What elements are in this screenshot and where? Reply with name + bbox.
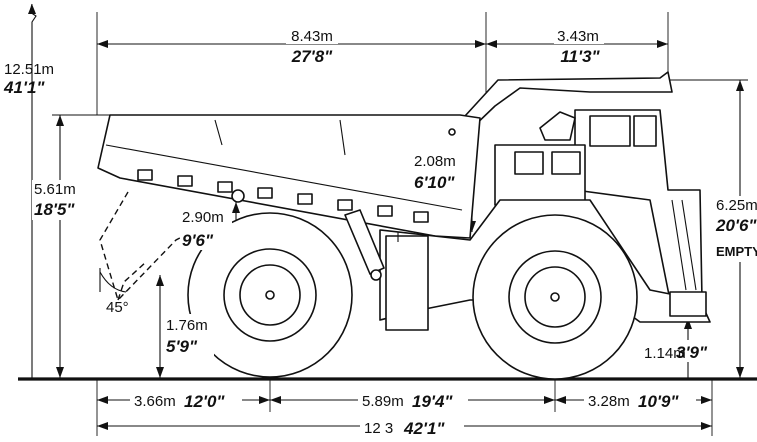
body-rib [105,144,463,211]
front-overhang-metric: 3.28m [588,393,630,410]
rear-clearance-imperial: 5'9" [166,337,198,356]
front-axle-center [550,292,560,302]
arrow-head [270,396,281,404]
canopy-length-imperial: 11'3" [560,47,600,66]
front-overhang-imperial: 10'9" [638,392,679,411]
arrow-head [475,40,486,48]
body-length-metric: 8.43m [291,28,333,45]
arrow-head [156,367,164,378]
canopy [453,71,673,131]
body-rib [339,119,346,156]
arrow-head [156,275,164,286]
rear-clearance-metric: 1.76m [166,317,208,334]
arrow-head [555,396,566,404]
front-clearance-metric: 1.14m [644,345,686,362]
arrow-head [736,367,744,378]
arrow-head [684,318,692,329]
fuel-tank [385,235,429,331]
arrow-head [736,80,744,91]
arrow-head [657,40,668,48]
arrow-head [97,40,108,48]
loading-height-note: EMPTY [716,244,757,259]
arrow-head [232,202,240,213]
front-clearance-imperial: 3'9" [676,343,708,362]
arrow-head [56,367,64,378]
engine-vent [514,151,544,175]
rear-axle-center [265,290,275,300]
arrow-head [701,422,712,430]
front-bumper [669,291,707,317]
body-pivot [231,189,245,203]
dump-clearance-metric: 2.90m [182,209,224,226]
arrow-head [56,115,64,126]
haul-truck-drawing [97,71,711,380]
rear-overhang-imperial: 12'0" [184,392,225,411]
overall-length-imperial: 42'1" [403,419,445,438]
body-side-height-imperial: 18'5" [34,200,75,219]
arrow-head [97,396,108,404]
air-intake [539,111,576,141]
dump-angle-label: 45° [106,299,129,316]
wheelbase-imperial: 19'4" [412,392,453,411]
body-brackets [137,169,429,223]
body-rivet [448,128,456,136]
overall-height-imperial: 41'1" [3,78,45,97]
loading-height-metric: 6.25m [716,197,757,214]
body-length-imperial: 27'8" [291,47,333,66]
arrow-head [701,396,712,404]
dumped-body-outline [117,261,147,301]
engine-vent [551,151,581,175]
body-depth-imperial: 6'10" [414,173,455,192]
ladder-rail [681,199,697,291]
arrow-head [97,422,108,430]
body-depth-metric: 2.08m [414,153,456,170]
hoist-pin [370,269,382,281]
arrow-head [486,40,497,48]
wheelbase-metric: 5.89m [362,393,404,410]
overall-length-metric: 12 3 [364,420,393,437]
ladder-rail [671,199,687,291]
loading-height-imperial: 20'6" [715,216,757,235]
hoist-cylinder [344,209,385,275]
arrow-head [259,396,270,404]
dump-angle-arc [99,271,127,293]
body-side-height-metric: 5.61m [34,181,76,198]
arrow-head [28,4,36,14]
cab-window [589,115,631,147]
dump-clearance-imperial: 9'6" [182,231,214,250]
rear-overhang-metric: 3.66m [134,393,176,410]
body-rib [214,119,223,146]
arrow-head [544,396,555,404]
overall-height-metric: 12.51m [4,61,54,78]
canopy-length-metric: 3.43m [557,28,599,45]
cab-window [633,115,657,147]
